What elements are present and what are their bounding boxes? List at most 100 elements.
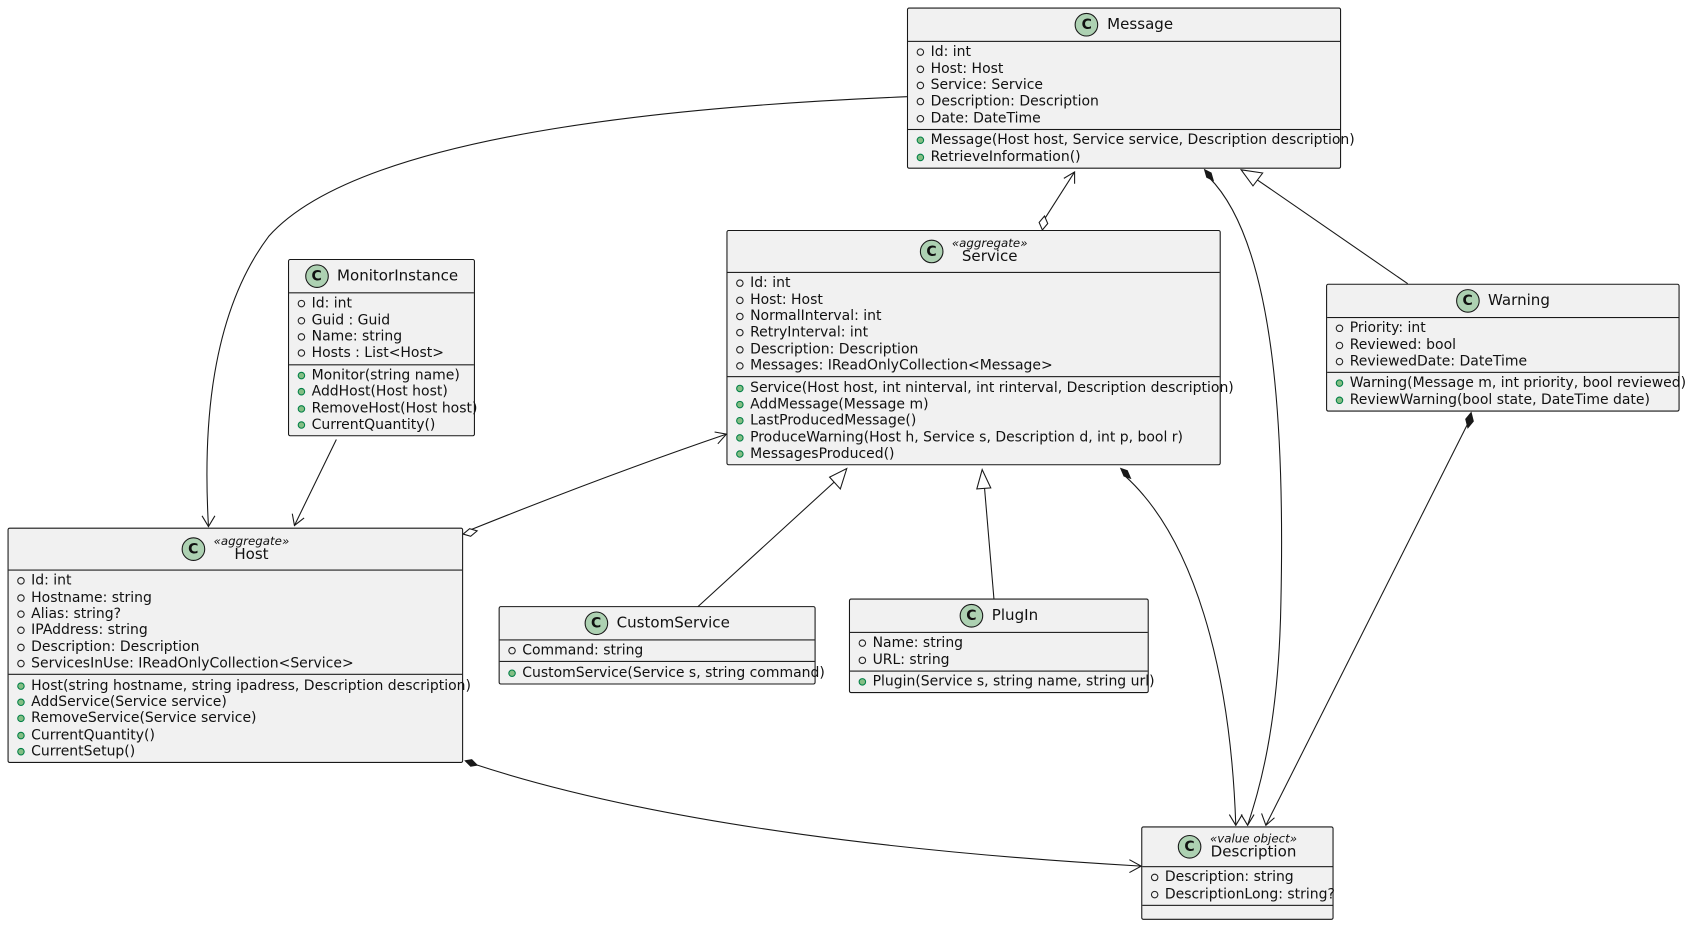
field-text: Id: int [930, 44, 971, 61]
class-stereotype: «aggregate» [213, 533, 290, 548]
method-text: Host(string hostname, string ipadress, D… [31, 677, 471, 694]
composition-diamond-warning-description [1465, 411, 1474, 429]
method-text: AddMessage(Message m) [750, 396, 929, 413]
class-name: MonitorInstance [337, 267, 459, 285]
class-methods: CustomService(Service s, string command) [499, 661, 825, 683]
public-field-icon [736, 296, 744, 304]
public-method-icon [1335, 396, 1344, 404]
field-text: Id: int [750, 275, 791, 292]
public-field-icon [508, 647, 516, 655]
arrowhead-message-description [1240, 814, 1255, 827]
class-field: Description: Description [9, 639, 462, 656]
generalization-triangle-warning-message [1239, 169, 1264, 187]
class-field: Name: string [289, 329, 474, 346]
method-text: AddService(Service service) [31, 694, 227, 711]
class-method: LastProducedMessage() [728, 413, 1220, 430]
class-field: Priority: int [1327, 320, 1678, 337]
class-circle-icon: C [181, 537, 206, 561]
class-name: PlugIn [991, 606, 1039, 624]
public-field-icon [858, 656, 867, 664]
public-field-icon [1150, 890, 1159, 898]
class-circle-icon: C [1074, 12, 1099, 37]
class-name: Warning [1488, 291, 1550, 310]
public-field-icon [297, 349, 306, 358]
method-text: Plugin(Service s, string name, string ur… [872, 673, 1155, 690]
class-header: C «aggregate» Host [8, 529, 463, 571]
field-text: IPAddress: string [31, 622, 148, 639]
public-method-icon [297, 421, 306, 429]
public-field-icon [17, 643, 25, 651]
class-method: RemoveService(Service service) [9, 710, 462, 727]
field-text: Host: Host [930, 60, 1004, 77]
class-method: CurrentSetup() [9, 744, 462, 761]
public-method-icon [736, 400, 744, 409]
class-description[interactable]: C «value object» Description Description… [1141, 826, 1335, 920]
class-field: Date: DateTime [908, 110, 1340, 127]
edge-warning-message [1254, 177, 1409, 285]
class-header: C «value object» Description [1142, 827, 1333, 868]
public-field-icon [17, 577, 25, 585]
public-method-icon [736, 450, 744, 458]
class-methods: Service(Host host, int ninterval, int ri… [727, 376, 1234, 464]
class-field: RetryInterval: int [728, 325, 1220, 342]
field-text: Messages: IReadOnlyCollection<Message> [750, 357, 1053, 375]
class-method: RetrieveInformation() [908, 149, 1340, 166]
class-methods: Monitor(string name)AddHost(Host host)Re… [289, 363, 477, 436]
public-field-icon [736, 279, 744, 288]
public-field-icon [297, 300, 306, 308]
public-field-icon [17, 659, 25, 668]
public-method-icon [297, 388, 306, 396]
edge-message-description [1208, 176, 1283, 826]
class-circle-icon: C [584, 611, 609, 636]
class-field: Description: Description [908, 94, 1340, 111]
field-text: Id: int [311, 295, 352, 312]
class-customservice[interactable]: C CustomService Command: string CustomSe… [498, 606, 825, 685]
field-text: URL: string [872, 651, 950, 668]
public-field-icon [916, 114, 925, 123]
method-text: RetrieveInformation() [930, 148, 1081, 165]
field-text: Reviewed: bool [1349, 336, 1456, 354]
class-field: Id: int [908, 44, 1340, 61]
field-text: Description: Description [31, 639, 200, 656]
arrowhead-service-message [1063, 170, 1076, 184]
field-text: Id: int [31, 572, 72, 590]
composition-diamond-service-description [1119, 467, 1132, 480]
class-methods: Warning(Message m, int priority, bool re… [1327, 371, 1685, 410]
field-text: ReviewedDate: DateTime [1349, 353, 1528, 370]
public-method-icon [736, 384, 744, 392]
field-text: DescriptionLong: string? [1164, 886, 1335, 903]
class-method: AddHost(Host host) [289, 384, 474, 401]
arrowhead-service-description [1228, 814, 1243, 827]
class-field: Hosts : List<Host> [289, 345, 474, 362]
class-method: Message(Host host, Service service, Desc… [908, 132, 1355, 149]
class-header: C CustomService [499, 607, 815, 641]
method-text: Message(Host host, Service service, Desc… [930, 132, 1355, 149]
class-circle-icon: C [959, 603, 984, 628]
class-method: Service(Host host, int ninterval, int ri… [728, 380, 1234, 397]
composition-diamond-host-description [464, 759, 479, 767]
class-circle-icon: C [1455, 289, 1480, 313]
field-text: Host: Host [750, 291, 823, 308]
field-text: Description: Description [750, 341, 919, 358]
class-circle-icon: C [304, 264, 329, 288]
method-text: MessagesProduced() [750, 446, 895, 463]
class-method: CustomService(Service s, string command) [500, 665, 825, 682]
field-text: Description: string [1164, 869, 1294, 886]
method-text: ProduceWarning(Host h, Service s, Descri… [750, 429, 1183, 446]
public-method-icon [736, 417, 744, 425]
method-text: CurrentQuantity() [311, 416, 436, 433]
public-method-icon [736, 433, 744, 442]
class-field: Id: int [9, 573, 462, 590]
field-text: Alias: string? [31, 606, 121, 623]
generalization-triangle-plugin-service [976, 468, 992, 490]
field-text: Service: Service [930, 77, 1044, 94]
field-text: RetryInterval: int [750, 324, 869, 342]
